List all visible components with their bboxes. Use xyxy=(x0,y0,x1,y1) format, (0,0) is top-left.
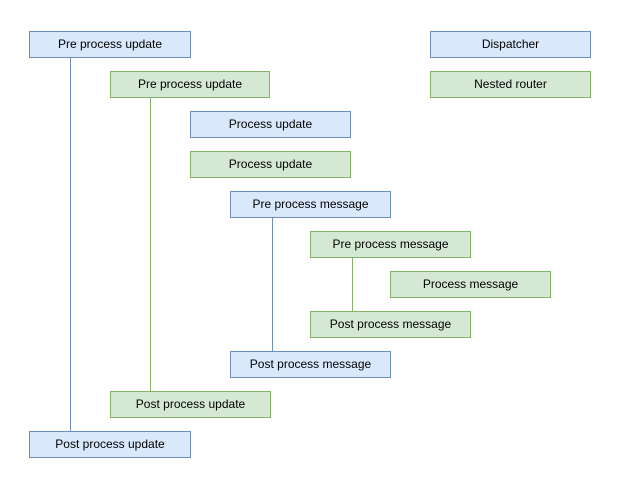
node-process-update-router[interactable]: Process update xyxy=(190,151,351,178)
node-post-process-message-router[interactable]: Post process message xyxy=(310,311,471,338)
connector-edge-pre-message-to-post-message xyxy=(272,218,273,351)
connector-edge-pre-update-to-post-update xyxy=(70,58,71,431)
legend-nested-router[interactable]: Nested router xyxy=(430,71,591,98)
node-post-process-update-router[interactable]: Post process update xyxy=(110,391,271,418)
connector-edge-pre-message-router-to-post-message-router xyxy=(352,258,353,311)
node-post-process-update-dispatcher[interactable]: Post process update xyxy=(29,431,191,458)
node-post-process-message-dispatcher[interactable]: Post process message xyxy=(230,351,391,378)
node-pre-process-update-router[interactable]: Pre process update xyxy=(110,71,270,98)
node-pre-process-message-router[interactable]: Pre process message xyxy=(310,231,471,258)
node-process-update-dispatcher[interactable]: Process update xyxy=(190,111,351,138)
connector-edge-pre-update-router-to-post-update-router xyxy=(150,98,151,391)
node-pre-process-message-dispatcher[interactable]: Pre process message xyxy=(230,191,391,218)
node-pre-process-update-dispatcher[interactable]: Pre process update xyxy=(29,31,191,58)
node-process-message-router[interactable]: Process message xyxy=(390,271,551,298)
legend-dispatcher[interactable]: Dispatcher xyxy=(430,31,591,58)
